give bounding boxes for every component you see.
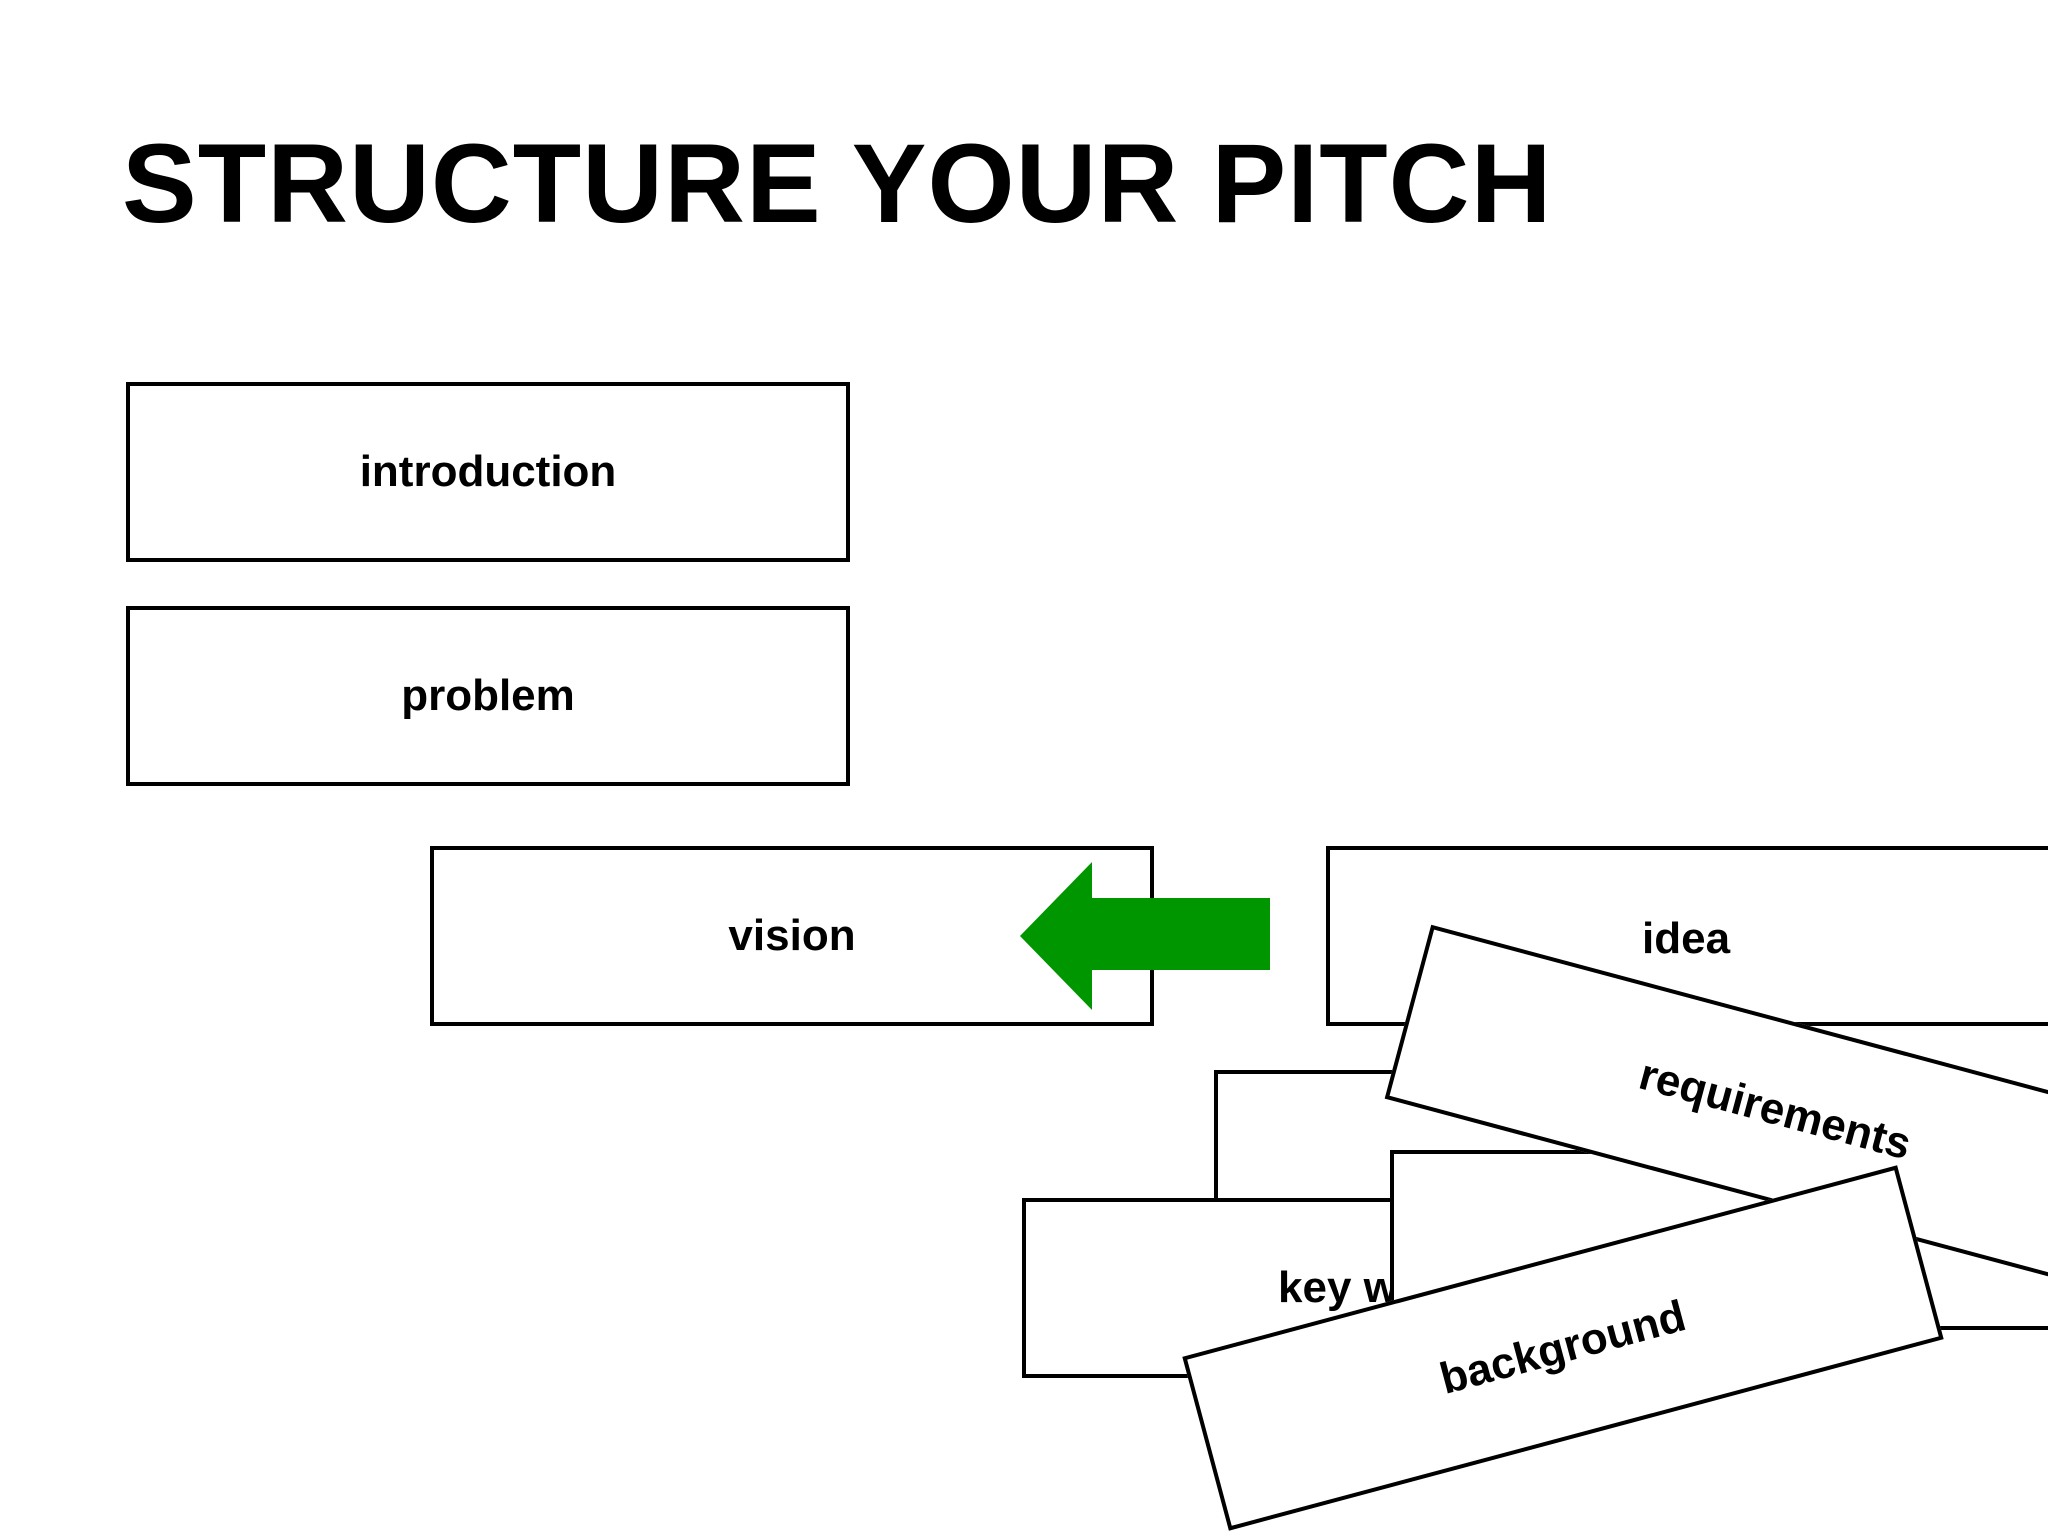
card-label: problem — [401, 671, 575, 720]
slide-title: STRUCTURE YOUR PITCH — [122, 121, 1553, 246]
card-label: vision — [728, 911, 856, 960]
card-label: background — [1434, 1291, 1691, 1404]
card-introduction[interactable]: introduction — [126, 382, 850, 562]
card-problem[interactable]: problem — [126, 606, 850, 786]
arrow-left-icon — [1020, 862, 1270, 1010]
card-label: introduction — [359, 447, 617, 496]
card-label: requirements — [1634, 1049, 1917, 1170]
card-label: idea — [1642, 914, 1731, 963]
